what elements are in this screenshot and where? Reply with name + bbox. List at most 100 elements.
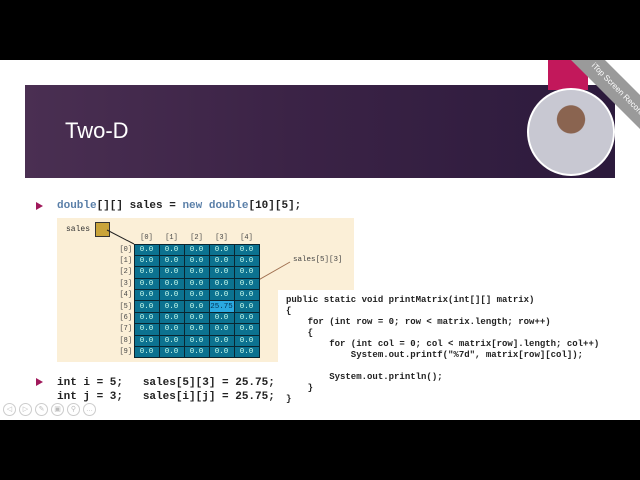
array-cell: 0.0 — [183, 334, 210, 348]
array-cell: 0.0 — [233, 254, 260, 268]
array-cell: 0.0 — [133, 289, 160, 302]
row-header: [9] — [119, 348, 133, 357]
slides-icon[interactable]: ▣ — [51, 403, 64, 416]
col-header: [2] — [190, 233, 203, 242]
more-icon[interactable]: … — [83, 403, 96, 416]
highlighted-cell: 25.75 — [208, 300, 235, 313]
col-header: [4] — [240, 233, 253, 242]
array-cell: 0.0 — [133, 266, 160, 279]
row-header: [6] — [119, 314, 133, 323]
corner-cell — [118, 232, 134, 244]
array-cell: 0.0 — [158, 254, 185, 268]
row-header: [3] — [119, 279, 133, 288]
array-cell: 0.0 — [183, 277, 210, 291]
sales-reference-box — [95, 222, 110, 237]
array-cell: 0.0 — [133, 243, 160, 256]
array-cell: 0.0 — [158, 334, 185, 348]
code-line: int i = 5; sales[5][3] = 25.75; — [57, 377, 275, 389]
array-cell: 0.0 — [133, 277, 160, 291]
webcam-overlay — [527, 88, 615, 176]
array-cell: 0.0 — [233, 289, 260, 302]
array-cell: 0.0 — [183, 345, 210, 359]
print-matrix-code: public static void printMatrix(int[][] m… — [278, 290, 628, 410]
zoom-icon[interactable]: ⚲ — [67, 403, 80, 416]
bullet-icon — [36, 202, 43, 210]
array-cell: 0.0 — [183, 254, 210, 268]
array-cell: 0.0 — [208, 277, 235, 291]
pen-icon[interactable]: ✎ — [35, 403, 48, 416]
col-header: [0] — [140, 233, 153, 242]
array-cell: 0.0 — [233, 243, 260, 256]
array-cell: 0.0 — [233, 345, 260, 359]
array-cell: 0.0 — [158, 266, 185, 279]
array-cell: 0.0 — [208, 266, 235, 279]
array-cell: 0.0 — [158, 345, 185, 359]
bullet-icon — [36, 378, 43, 386]
array-cell: 0.0 — [158, 243, 185, 256]
array-cell: 0.0 — [233, 266, 260, 279]
array-cell: 0.0 — [208, 334, 235, 348]
code-line: { — [286, 306, 292, 316]
array-cell: 0.0 — [133, 323, 160, 336]
array-cell: 0.0 — [133, 345, 160, 359]
array-cell: 0.0 — [133, 311, 160, 325]
array-cell: 0.0 — [158, 311, 185, 325]
code-line: } — [286, 383, 314, 393]
row-header: [0] — [119, 245, 133, 254]
slideshow-nav: ◁▷✎▣⚲… — [3, 403, 96, 416]
code-line: ​ — [286, 361, 620, 372]
array-cell: 0.0 — [158, 323, 185, 336]
row-header: [8] — [119, 336, 133, 345]
next-icon[interactable]: ▷ — [19, 403, 32, 416]
array-cell: 0.0 — [208, 254, 235, 268]
code-line: } — [286, 394, 292, 404]
array-cell: 0.0 — [208, 243, 235, 256]
code-line: System.out.println(); — [286, 372, 443, 382]
row-header: [7] — [119, 325, 133, 334]
row-header: [5] — [119, 302, 133, 311]
code-line: { — [286, 328, 314, 338]
prev-icon[interactable]: ◁ — [3, 403, 16, 416]
array-cell: 0.0 — [183, 323, 210, 336]
sales-label: sales — [66, 225, 91, 234]
col-header: [3] — [215, 233, 228, 242]
array-cell: 0.0 — [183, 300, 210, 313]
array-cell: 0.0 — [208, 311, 235, 325]
code-line: int j = 3; sales[i][j] = 25.75; — [57, 391, 275, 403]
array-cell: 0.0 — [133, 254, 160, 268]
array-cell: 0.0 — [233, 334, 260, 348]
array-cell: 0.0 — [233, 300, 260, 313]
declaration-code: double[][] sales = new double[10][5]; — [57, 200, 302, 212]
array-cell: 0.0 — [158, 277, 185, 291]
code-line: for (int col = 0; col < matrix[row].leng… — [286, 339, 600, 349]
array-cell: 0.0 — [183, 289, 210, 302]
title-band: Two-D — [25, 85, 615, 178]
slide-title: Two-D — [65, 118, 129, 143]
array-cell: 0.0 — [208, 289, 235, 302]
array-cell: 0.0 — [233, 277, 260, 291]
array-cell: 0.0 — [133, 300, 160, 313]
code-line: System.out.printf("%7d", matrix[row][col… — [286, 350, 584, 360]
array-cell: 0.0 — [208, 323, 235, 336]
reference-arrow — [106, 229, 135, 245]
array-cell: 0.0 — [133, 334, 160, 348]
array-cell: 0.0 — [208, 345, 235, 359]
annotation-label: sales[5][3] — [293, 256, 343, 264]
code-line: for (int row = 0; row < matrix.length; r… — [286, 317, 551, 327]
array-cell: 0.0 — [183, 311, 210, 325]
code-line: public static void printMatrix(int[][] m… — [286, 295, 535, 305]
array-cell: 0.0 — [183, 266, 210, 279]
row-header: [1] — [119, 257, 133, 266]
presentation-slide: Two-D double[][] sales = new double[10][… — [0, 60, 640, 420]
